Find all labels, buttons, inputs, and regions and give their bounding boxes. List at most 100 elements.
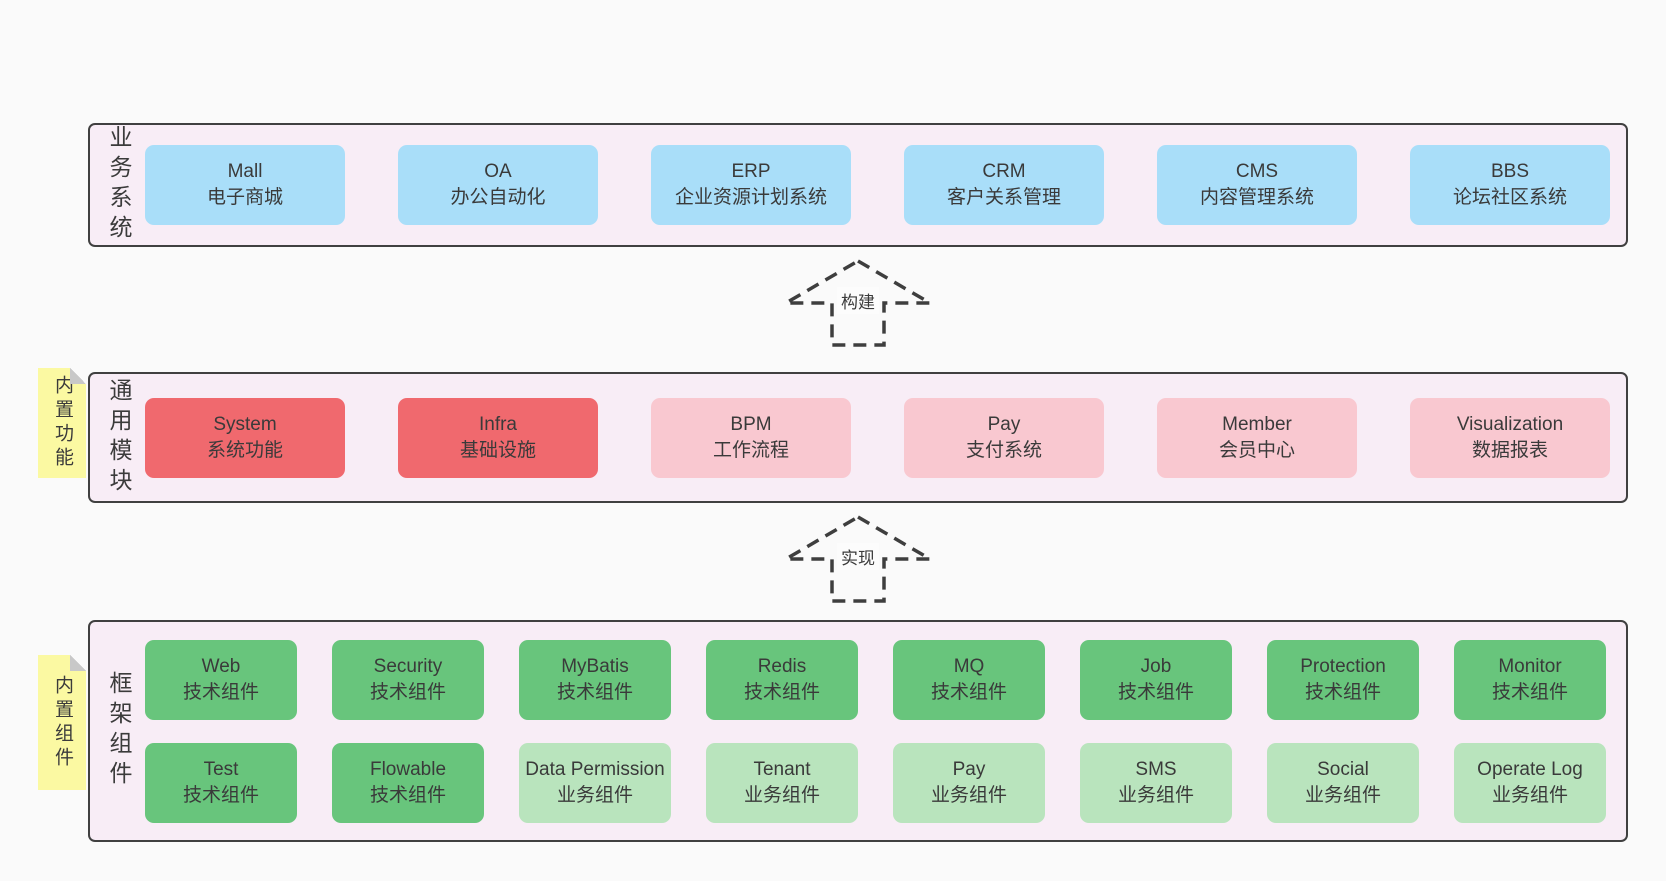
up-arrow-icon (783, 514, 933, 603)
box-visualization-name: Visualization (1456, 413, 1564, 435)
arrow-zone-build: 构建 (88, 247, 1628, 372)
box-social: Social 业务组件 (1267, 742, 1419, 823)
box-security: Security 技术组件 (332, 639, 484, 720)
box-system-desc: 系统功能 (206, 439, 283, 461)
box-job: Job 技术组件 (1080, 639, 1232, 720)
box-bpm: BPM 工作流程 (651, 397, 851, 478)
box-data-permission: Data Permission 业务组件 (519, 742, 671, 823)
box-monitor-desc: 技术组件 (1491, 681, 1568, 703)
box-redis-name: Redis (757, 655, 807, 677)
box-test: Test 技术组件 (145, 742, 297, 823)
box-mybatis-name: MyBatis (561, 655, 629, 677)
box-tenant-desc: 业务组件 (743, 784, 820, 806)
box-operate-log-name: Operate Log (1477, 758, 1583, 780)
box-erp: ERP 企业资源计划系统 (651, 145, 851, 225)
box-mq-desc: 技术组件 (930, 681, 1007, 703)
box-bbs-desc: 论坛社区系统 (1452, 187, 1567, 208)
box-test-name: Test (203, 758, 239, 780)
box-crm-name: CRM (982, 161, 1026, 182)
band-common-modules: 内置功能 通用模块 System 系统功能 Infra 基础设施 BPM 工作流… (38, 368, 1628, 503)
box-pay-module: Pay 支付系统 (904, 397, 1104, 478)
box-infra-desc: 基础设施 (459, 439, 536, 461)
box-erp-desc: 企业资源计划系统 (674, 187, 827, 208)
box-erp-name: ERP (731, 161, 771, 182)
box-redis: Redis 技术组件 (706, 639, 858, 720)
box-job-desc: 技术组件 (1117, 681, 1194, 703)
box-sms: SMS 业务组件 (1080, 742, 1232, 823)
box-web-name: Web (201, 655, 241, 677)
box-member-name: Member (1222, 413, 1292, 435)
box-mybatis-desc: 技术组件 (556, 681, 633, 703)
box-security-name: Security (373, 655, 443, 677)
box-security-desc: 技术组件 (369, 681, 446, 703)
box-protection: Protection 技术组件 (1267, 639, 1419, 720)
box-crm-desc: 客户关系管理 (946, 187, 1061, 208)
box-protection-desc: 技术组件 (1304, 681, 1381, 703)
up-arrow-icon (783, 258, 933, 347)
box-mall: Mall 电子商城 (145, 145, 345, 225)
box-visualization-desc: 数据报表 (1471, 439, 1548, 461)
box-tenant: Tenant 业务组件 (706, 742, 858, 823)
box-oa: OA 办公自动化 (398, 145, 598, 225)
box-job-name: Job (1140, 655, 1172, 677)
business-box-row: Mall 电子商城 OA 办公自动化 ERP 企业资源计划系统 CRM 客户关系… (145, 145, 1610, 225)
sticky-built-in-components: 内置组件 (38, 655, 86, 790)
box-member: Member 会员中心 (1157, 397, 1357, 478)
box-redis-desc: 技术组件 (743, 681, 820, 703)
box-infra: Infra 基础设施 (398, 397, 598, 478)
box-cms: CMS 内容管理系统 (1157, 145, 1357, 225)
box-mq-name: MQ (953, 655, 985, 677)
box-pay-module-desc: 支付系统 (965, 439, 1042, 461)
sticky-built-in-features: 内置功能 (38, 368, 86, 478)
box-pay-component-name: Pay (952, 758, 986, 780)
component-box-grid: Web 技术组件 Security 技术组件 MyBatis 技术组件 Redi… (145, 639, 1606, 823)
box-pay-module-name: Pay (987, 413, 1021, 435)
box-web-desc: 技术组件 (182, 681, 259, 703)
sticky-built-in-features-label: 内置功能 (52, 375, 73, 471)
box-data-permission-name: Data Permission (525, 758, 665, 780)
module-box-row: System 系统功能 Infra 基础设施 BPM 工作流程 Pay 支付系统… (145, 397, 1610, 478)
box-monitor: Monitor 技术组件 (1454, 639, 1606, 720)
sticky-built-in-components-label: 内置组件 (52, 674, 73, 771)
box-mq: MQ 技术组件 (893, 639, 1045, 720)
box-member-desc: 会员中心 (1218, 439, 1295, 461)
box-sms-name: SMS (1135, 758, 1177, 780)
box-system: System 系统功能 (145, 397, 345, 478)
box-bpm-desc: 工作流程 (712, 439, 789, 461)
box-bpm-name: BPM (730, 413, 772, 435)
box-flowable-name: Flowable (369, 758, 447, 780)
box-operate-log: Operate Log 业务组件 (1454, 742, 1606, 823)
box-flowable-desc: 技术组件 (369, 784, 446, 806)
box-sms-desc: 业务组件 (1117, 784, 1194, 806)
band-business-label: 业务系统 (106, 125, 132, 245)
box-system-name: System (213, 413, 277, 435)
band-business-systems: 业务系统 Mall 电子商城 OA 办公自动化 ERP 企业资源计划系统 CRM… (88, 123, 1628, 247)
box-flowable: Flowable 技术组件 (332, 742, 484, 823)
box-mall-desc: 电子商城 (206, 187, 283, 208)
arrow-zone-implement: 实现 (88, 503, 1628, 620)
band-framework-label: 框架组件 (106, 671, 132, 791)
box-bbs: BBS 论坛社区系统 (1410, 145, 1610, 225)
box-oa-name: OA (484, 161, 512, 182)
box-cms-name: CMS (1235, 161, 1279, 182)
box-pay-component-desc: 业务组件 (930, 784, 1007, 806)
box-tenant-name: Tenant (753, 758, 811, 780)
box-visualization: Visualization 数据报表 (1410, 397, 1610, 478)
box-protection-name: Protection (1300, 655, 1386, 677)
arrow-implement-label: 实现 (837, 543, 879, 570)
sticky-fold-corner-icon (70, 655, 86, 671)
box-pay-component: Pay 业务组件 (893, 742, 1045, 823)
box-social-name: Social (1317, 758, 1369, 780)
diagram-body: 业务系统 Mall 电子商城 OA 办公自动化 ERP 企业资源计划系统 CRM… (38, 123, 1628, 842)
box-bbs-name: BBS (1490, 161, 1530, 182)
box-monitor-name: Monitor (1498, 655, 1562, 677)
box-oa-desc: 办公自动化 (450, 187, 546, 208)
box-cms-desc: 内容管理系统 (1199, 187, 1314, 208)
band-common-label: 通用模块 (106, 377, 132, 498)
sticky-fold-corner-icon (70, 368, 86, 384)
box-crm: CRM 客户关系管理 (904, 145, 1104, 225)
box-social-desc: 业务组件 (1304, 784, 1381, 806)
band-framework-components: 内置组件 框架组件 Web 技术组件 Security 技术组件 MyBatis… (38, 620, 1628, 842)
box-mybatis: MyBatis 技术组件 (519, 639, 671, 720)
box-web: Web 技术组件 (145, 639, 297, 720)
